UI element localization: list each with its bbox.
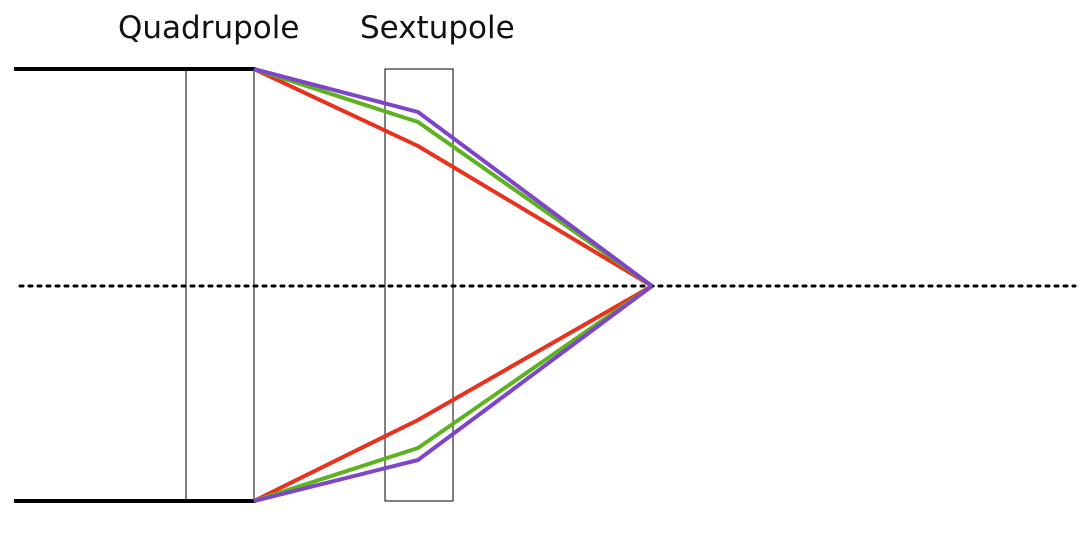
ray-red-top: [253, 67, 654, 288]
ray-red-bottom: [253, 284, 653, 503]
quadrupole-element: [185, 68, 255, 502]
ray-green-bottom: [253, 284, 654, 503]
ray-green-top: [253, 67, 654, 288]
ray-purple-bottom: [253, 284, 654, 503]
sextupole-label: Sextupole: [360, 10, 515, 46]
sextupole-element: [384, 68, 454, 502]
quadrupole-label: Quadrupole: [118, 10, 300, 46]
ray-purple-top: [253, 67, 654, 288]
